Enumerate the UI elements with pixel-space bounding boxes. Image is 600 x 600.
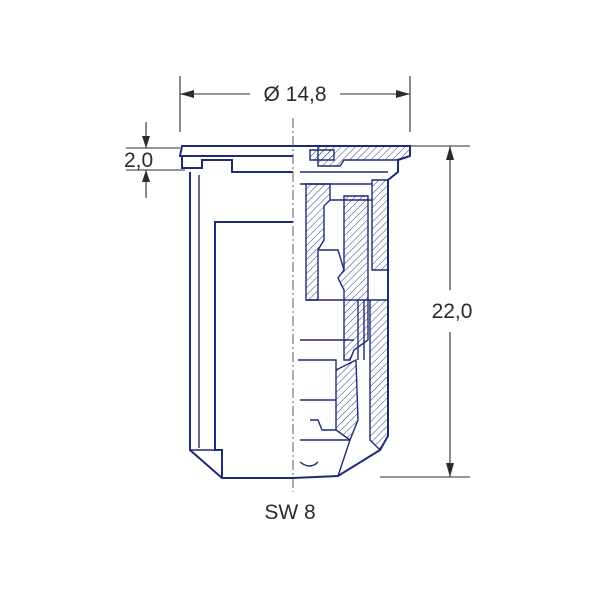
inner-line-7 (298, 359, 337, 370)
orifice-curve (299, 461, 319, 467)
wrench-size-label: SW 8 (264, 501, 315, 524)
diameter-arrow-left (180, 90, 194, 98)
inner-line-9 (310, 419, 336, 431)
body-outline-left (189, 172, 293, 479)
height-label: 22,0 (432, 300, 473, 323)
flange-arrow-bottom (142, 170, 150, 182)
inner-line-10 (300, 439, 351, 477)
diameter-label: Ø 14,8 (263, 83, 326, 106)
body-wall-upper-section (371, 179, 389, 271)
height-dimension: 22,0 (380, 145, 473, 478)
flange-lip (181, 156, 293, 173)
cap-section (317, 145, 411, 167)
diameter-arrow-right (396, 90, 410, 98)
body-wall-lower-section (369, 299, 389, 452)
insert-middle-section (337, 195, 369, 361)
flange-thickness-dimension: 2,0 (124, 122, 185, 198)
inner-line-4 (318, 249, 345, 271)
insert-lower-section (335, 358, 359, 442)
flange-arrow-top (142, 136, 150, 148)
diameter-dimension: Ø 14,8 (179, 76, 411, 132)
height-arrow-top (446, 146, 454, 160)
height-arrow-bottom (446, 463, 454, 477)
flange-thickness-label: 2,0 (124, 149, 153, 172)
flange-top (178, 145, 293, 157)
inner-line-11 (357, 300, 365, 360)
nozzle-section-view (293, 145, 411, 479)
nozzle-outside-view (178, 145, 293, 479)
wrench-flat (214, 221, 293, 478)
cap-insert (309, 149, 335, 161)
insert-upper-section (305, 183, 331, 301)
